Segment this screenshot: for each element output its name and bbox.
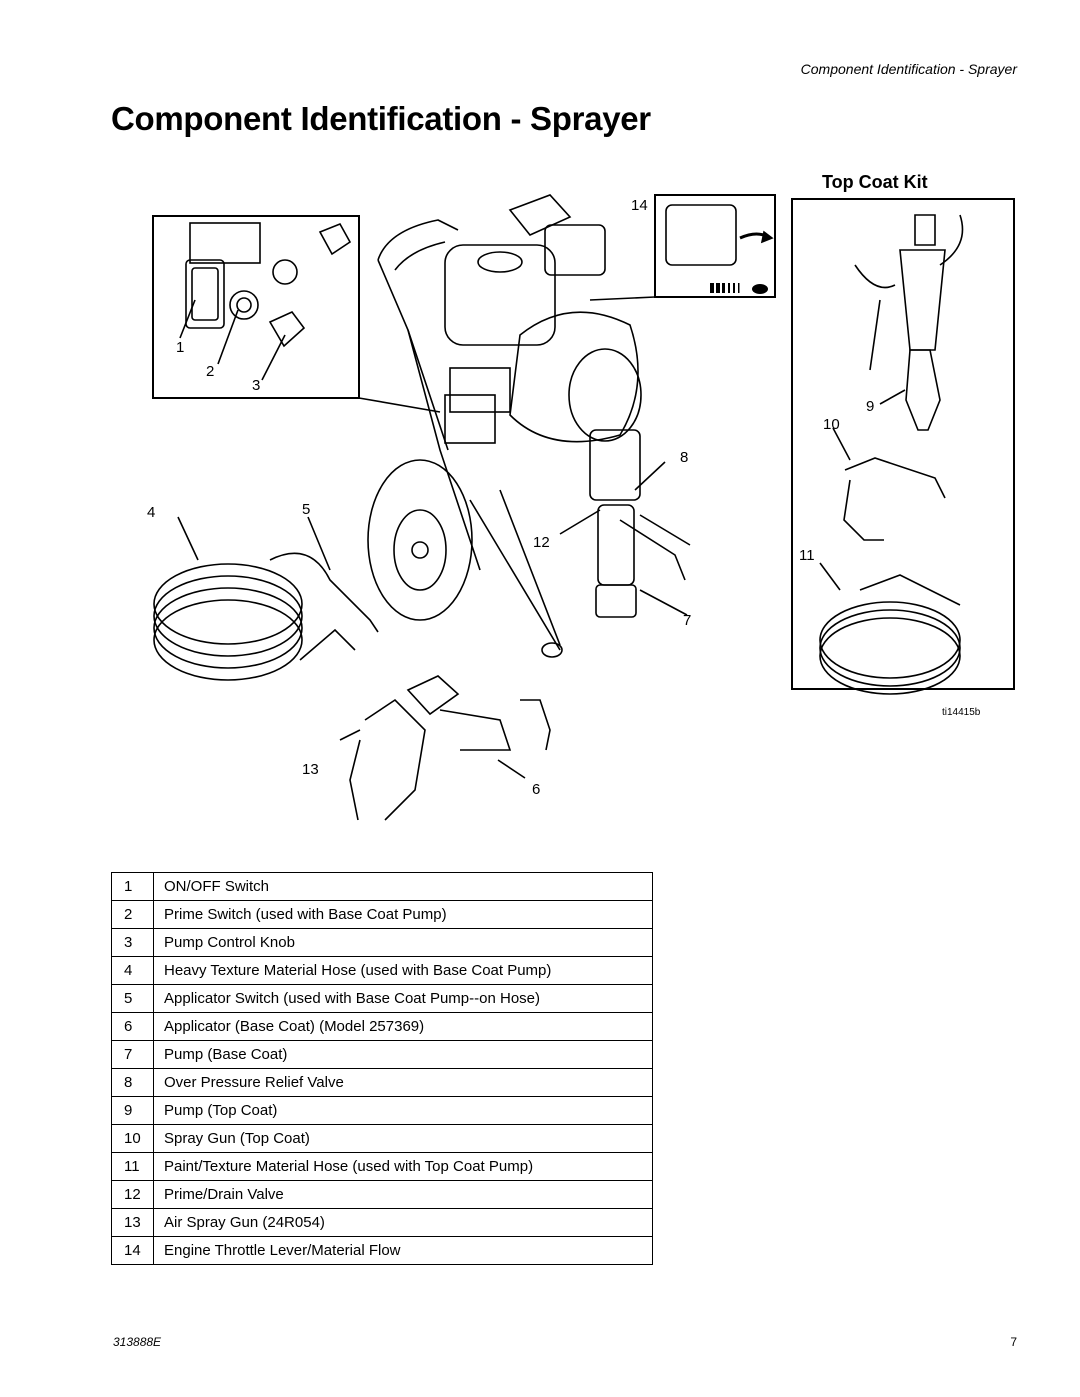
legend-description: Pump (Top Coat) (153, 1096, 653, 1125)
callout-3: 3 (252, 377, 260, 394)
legend-number: 12 (111, 1180, 154, 1209)
running-header: Component Identification - Sprayer (800, 61, 1017, 77)
legend-number: 10 (111, 1124, 154, 1153)
legend-description: Prime/Drain Valve (153, 1180, 653, 1209)
callout-12: 12 (533, 534, 550, 551)
legend-description: Prime Switch (used with Base Coat Pump) (153, 900, 653, 929)
callout-13: 13 (302, 761, 319, 778)
legend-number: 6 (111, 1012, 154, 1041)
legend-description: Applicator Switch (used with Base Coat P… (153, 984, 653, 1013)
legend-number: 11 (111, 1152, 154, 1181)
legend-number: 9 (111, 1096, 154, 1125)
legend-number: 1 (111, 872, 154, 901)
control-panel-inset (152, 215, 441, 413)
throttle-inset (589, 194, 776, 301)
legend-number: 5 (111, 984, 154, 1013)
legend-number: 7 (111, 1040, 154, 1069)
legend-description: Engine Throttle Lever/Material Flow (153, 1236, 653, 1265)
legend-number: 4 (111, 956, 154, 985)
callout-4: 4 (147, 504, 155, 521)
callout-2: 2 (206, 363, 214, 380)
legend-description: Paint/Texture Material Hose (used with T… (153, 1152, 653, 1181)
top-coat-kit-title: Top Coat Kit (822, 172, 928, 192)
sprayer-frame (367, 194, 691, 658)
legend-description: Applicator (Base Coat) (Model 257369) (153, 1012, 653, 1041)
top-coat-kit (791, 198, 1015, 695)
legend-number: 13 (111, 1208, 154, 1237)
legend-description: Pump (Base Coat) (153, 1040, 653, 1069)
callout-10: 10 (823, 416, 840, 433)
callout-9: 9 (866, 398, 874, 415)
callout-8: 8 (680, 449, 688, 466)
legend-number: 3 (111, 928, 154, 957)
legend-description: ON/OFF Switch (153, 872, 653, 901)
callout-5: 5 (302, 501, 310, 518)
base-coat-hose (153, 516, 379, 681)
legend-description: Pump Control Knob (153, 928, 653, 957)
legend-number: 14 (111, 1236, 154, 1265)
page-number: 7 (1010, 1335, 1017, 1349)
callout-11: 11 (799, 547, 815, 564)
legend-description: Over Pressure Relief Valve (153, 1068, 653, 1097)
callout-1: 1 (176, 339, 184, 356)
callout-6: 6 (532, 781, 540, 798)
legend-description: Spray Gun (Top Coat) (153, 1124, 653, 1153)
legend-description: Air Spray Gun (24R054) (153, 1208, 653, 1237)
legend-number: 2 (111, 900, 154, 929)
document-number: 313888E (113, 1335, 162, 1349)
legend-description: Heavy Texture Material Hose (used with B… (153, 956, 653, 985)
callout-14: 14 (631, 197, 648, 214)
figure-id: ti14415b (942, 707, 981, 718)
page-title: Component Identification - Sprayer (111, 100, 651, 137)
callout-7: 7 (683, 612, 691, 629)
sprayer-illustration: 1 2 3 4 5 6 7 8 9 10 11 12 13 14 ti14415… (147, 194, 1015, 821)
applicator-and-air-gun (339, 675, 551, 821)
legend-number: 8 (111, 1068, 154, 1097)
